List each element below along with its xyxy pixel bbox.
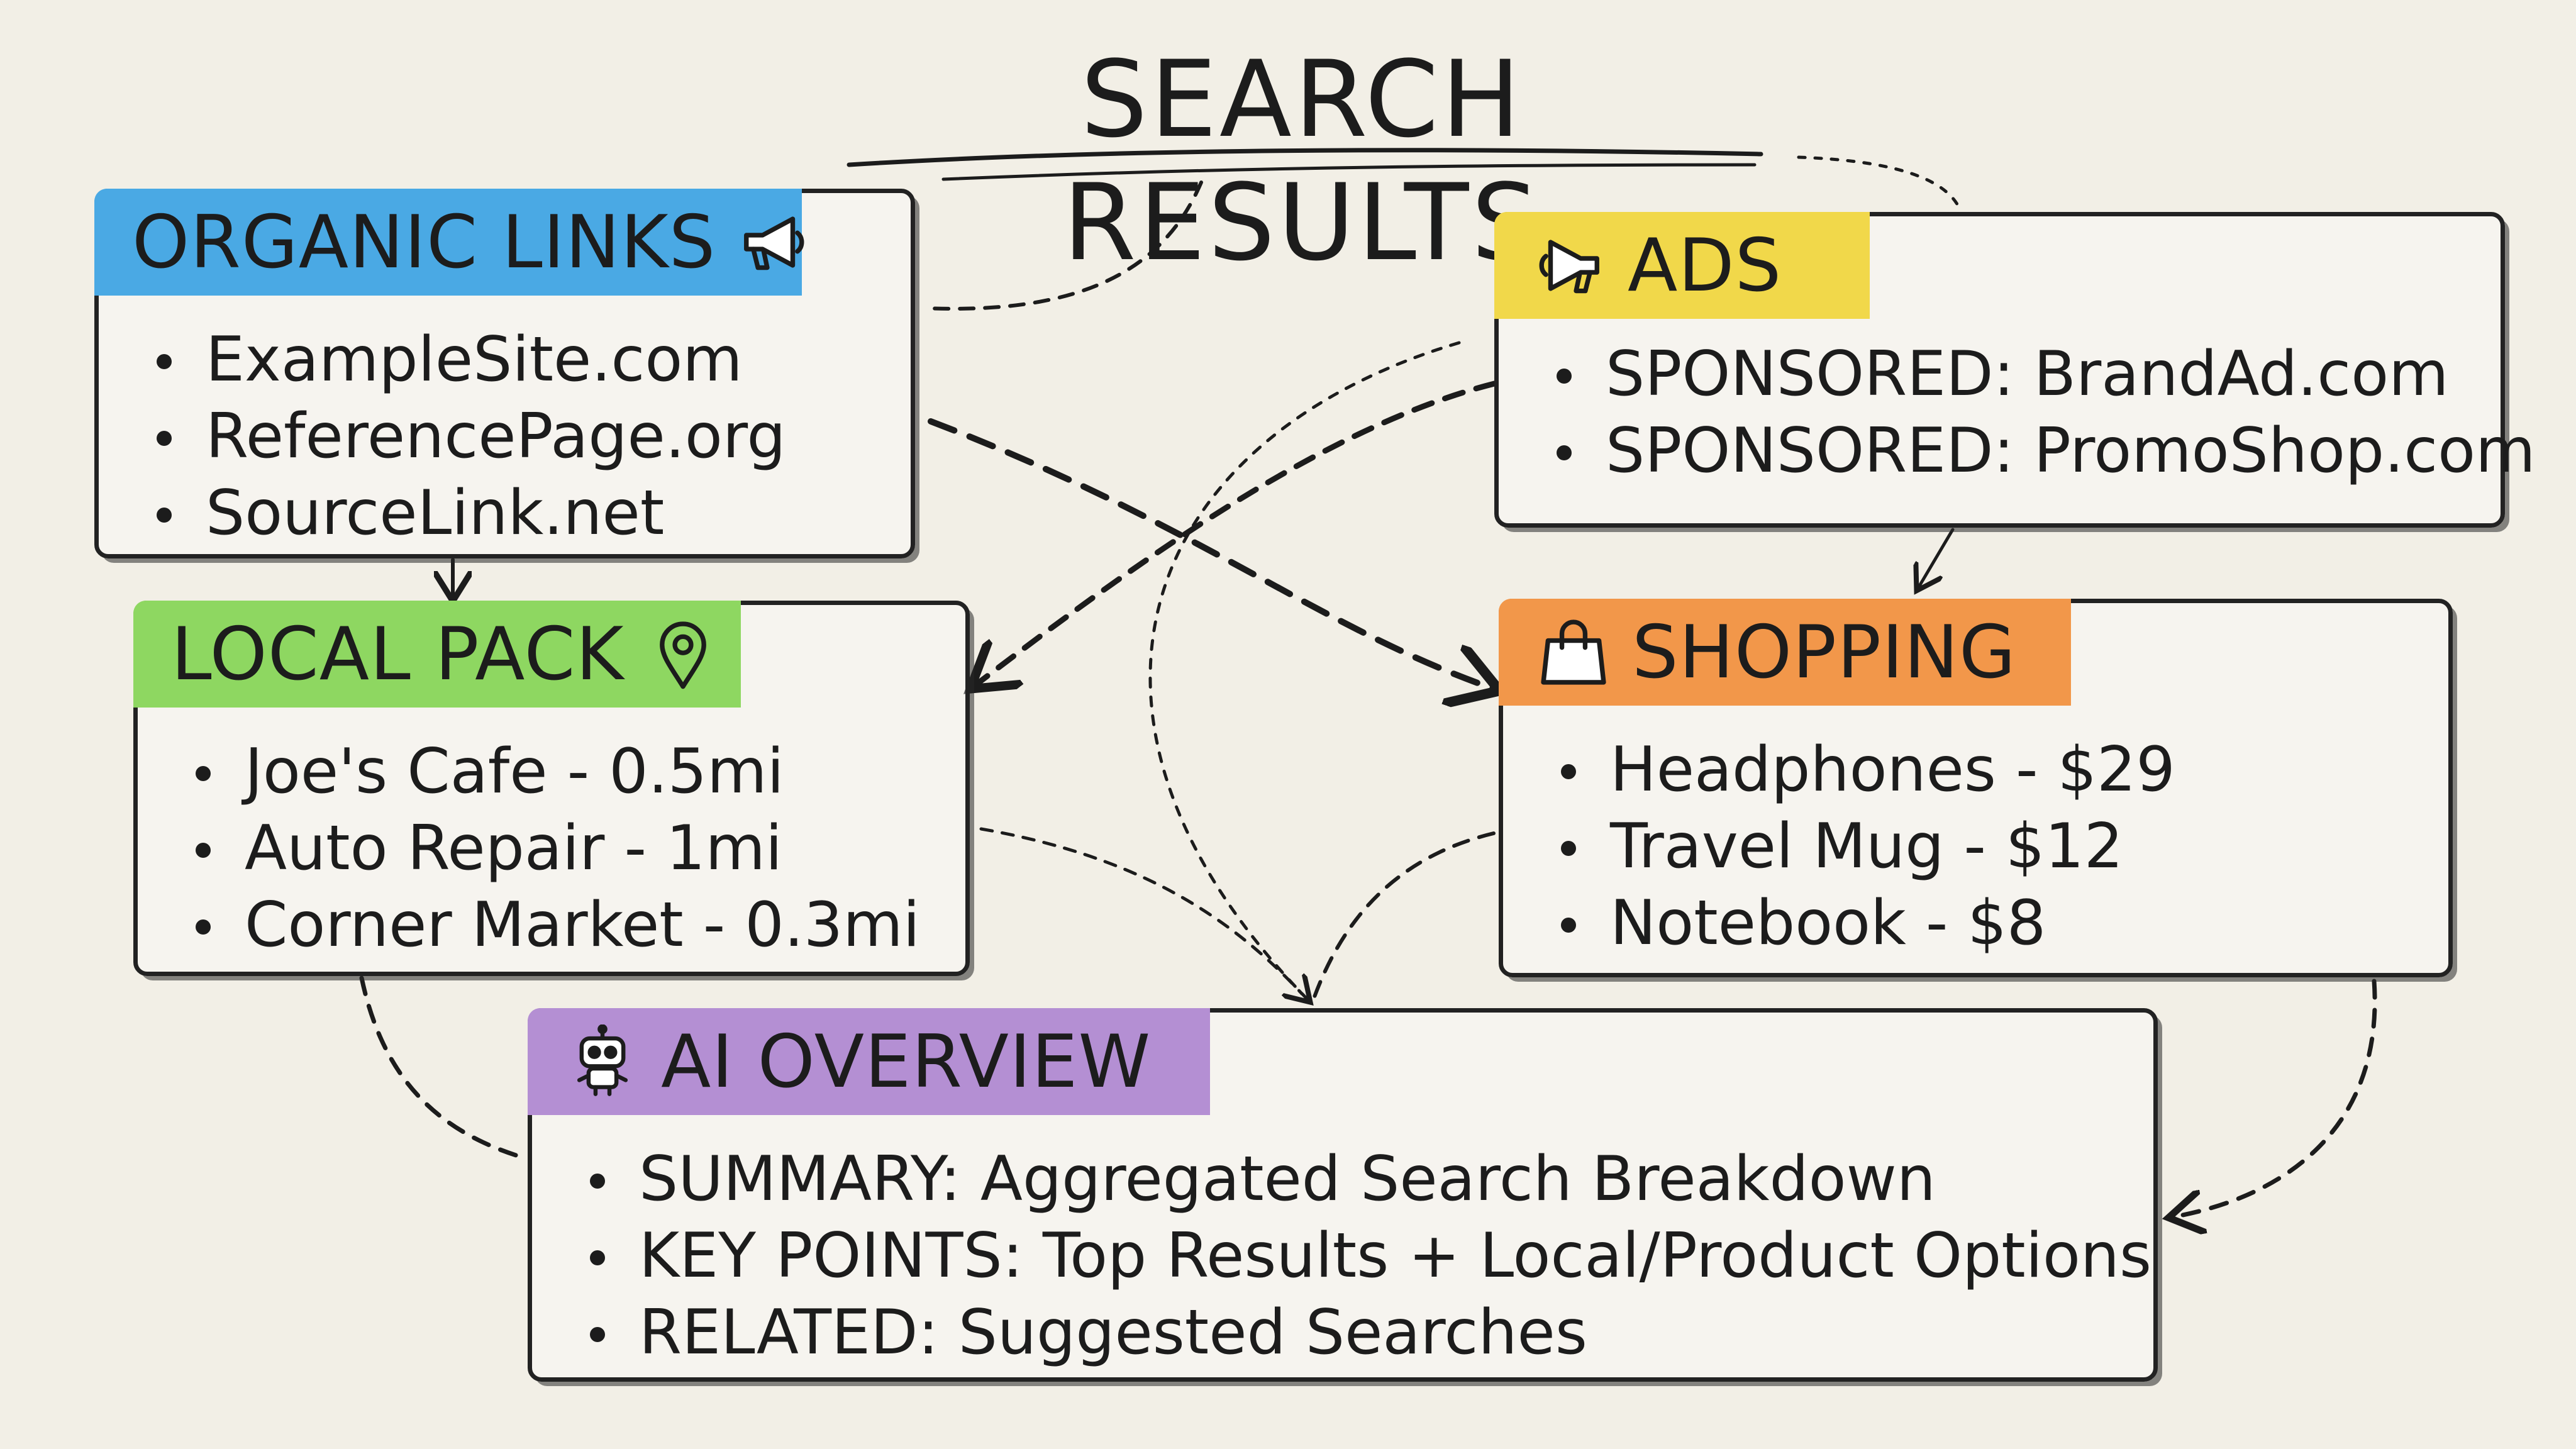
card-organic-links: ORGANIC LINKS ExampleSite.com ReferenceP… (94, 189, 915, 558)
card-ai-overview: AI OVERVIEW SUMMARY: Aggregated Search B… (528, 1008, 2158, 1382)
organic-link-item[interactable]: SourceLink.net (153, 475, 886, 552)
card-title-ai: AI OVERVIEW (661, 1019, 1152, 1104)
card-header-ads: ADS (1494, 212, 1870, 319)
product-item[interactable]: Notebook - $8 (1557, 885, 2423, 962)
card-header-organic: ORGANIC LINKS (94, 189, 804, 296)
local-place-item[interactable]: Auto Repair - 1mi (192, 810, 940, 887)
connector-ads-shopping (1918, 528, 1955, 588)
map-pin-icon (659, 621, 706, 689)
ai-overview-item[interactable]: RELATED: Suggested Searches (586, 1294, 2128, 1371)
ai-overview-item[interactable]: KEY POINTS: Top Results + Local/Product … (586, 1218, 2151, 1294)
local-place-item[interactable]: Joe's Cafe - 0.5mi (192, 733, 940, 810)
organic-link-item[interactable]: ExampleSite.com (153, 321, 886, 398)
connector-title-ads (1797, 155, 1961, 209)
card-title-organic: ORGANIC LINKS (132, 199, 716, 285)
local-place-item[interactable]: Corner Market - 0.3mi (192, 887, 940, 963)
product-item[interactable]: Travel Mug - $12 (1557, 808, 2423, 885)
card-title-local: LOCAL PACK (171, 611, 625, 697)
ai-overview-item[interactable]: SUMMARY: Aggregated Search Breakdown (586, 1141, 2128, 1218)
card-title-ads: ADS (1628, 223, 1782, 308)
card-local-pack: LOCAL PACK Joe's Cafe - 0.5mi Auto Repai… (133, 601, 970, 976)
connector-shopping-ai (1313, 831, 1496, 999)
local-pack-list: Joe's Cafe - 0.5mi Auto Repair - 1mi Cor… (192, 733, 940, 963)
title-underline-stroke-2 (941, 163, 1757, 181)
robot-icon (577, 1024, 628, 1096)
shopping-list: Headphones - $29 Travel Mug - $12 Notebo… (1557, 731, 2423, 962)
title-underline (847, 148, 1763, 167)
product-item[interactable]: Headphones - $29 (1557, 731, 2423, 808)
organic-links-list: ExampleSite.com ReferencePage.org Source… (153, 321, 886, 552)
card-header-local: LOCAL PACK (133, 601, 741, 708)
card-ads: ADS SPONSORED: BrandAd.com SPONSORED: Pr… (1494, 212, 2536, 528)
connector-shopping-ai-right (2173, 979, 2377, 1217)
connector-ads-ai (1148, 341, 1461, 1000)
card-title-shopping: SHOPPING (1632, 609, 2016, 695)
ai-overview-list: SUMMARY: Aggregated Search Breakdown KEY… (586, 1141, 2151, 1371)
shopping-bag-icon (1541, 619, 1606, 685)
ad-item[interactable]: SPONSORED: PromoShop.com (1553, 413, 2536, 489)
megaphone-icon (1539, 240, 1599, 294)
connector-local-ai (979, 827, 1304, 996)
ads-list: SPONSORED: BrandAd.com SPONSORED: PromoS… (1553, 336, 2536, 489)
page-title: SEARCH RESULTS (1062, 38, 1541, 284)
megaphone-icon (744, 216, 804, 270)
connector-ads-local (975, 380, 1497, 686)
ad-item[interactable]: SPONSORED: BrandAd.com (1553, 336, 2475, 413)
organic-link-item[interactable]: ReferencePage.org (153, 398, 886, 475)
card-shopping: SHOPPING Headphones - $29 Travel Mug - $… (1499, 599, 2453, 977)
connector-local-ai-left (359, 975, 525, 1160)
card-header-ai: AI OVERVIEW (528, 1008, 1210, 1115)
card-header-shopping: SHOPPING (1499, 599, 2071, 706)
connector-title-organic (923, 180, 1203, 311)
connector-organic-shopping (928, 418, 1494, 689)
